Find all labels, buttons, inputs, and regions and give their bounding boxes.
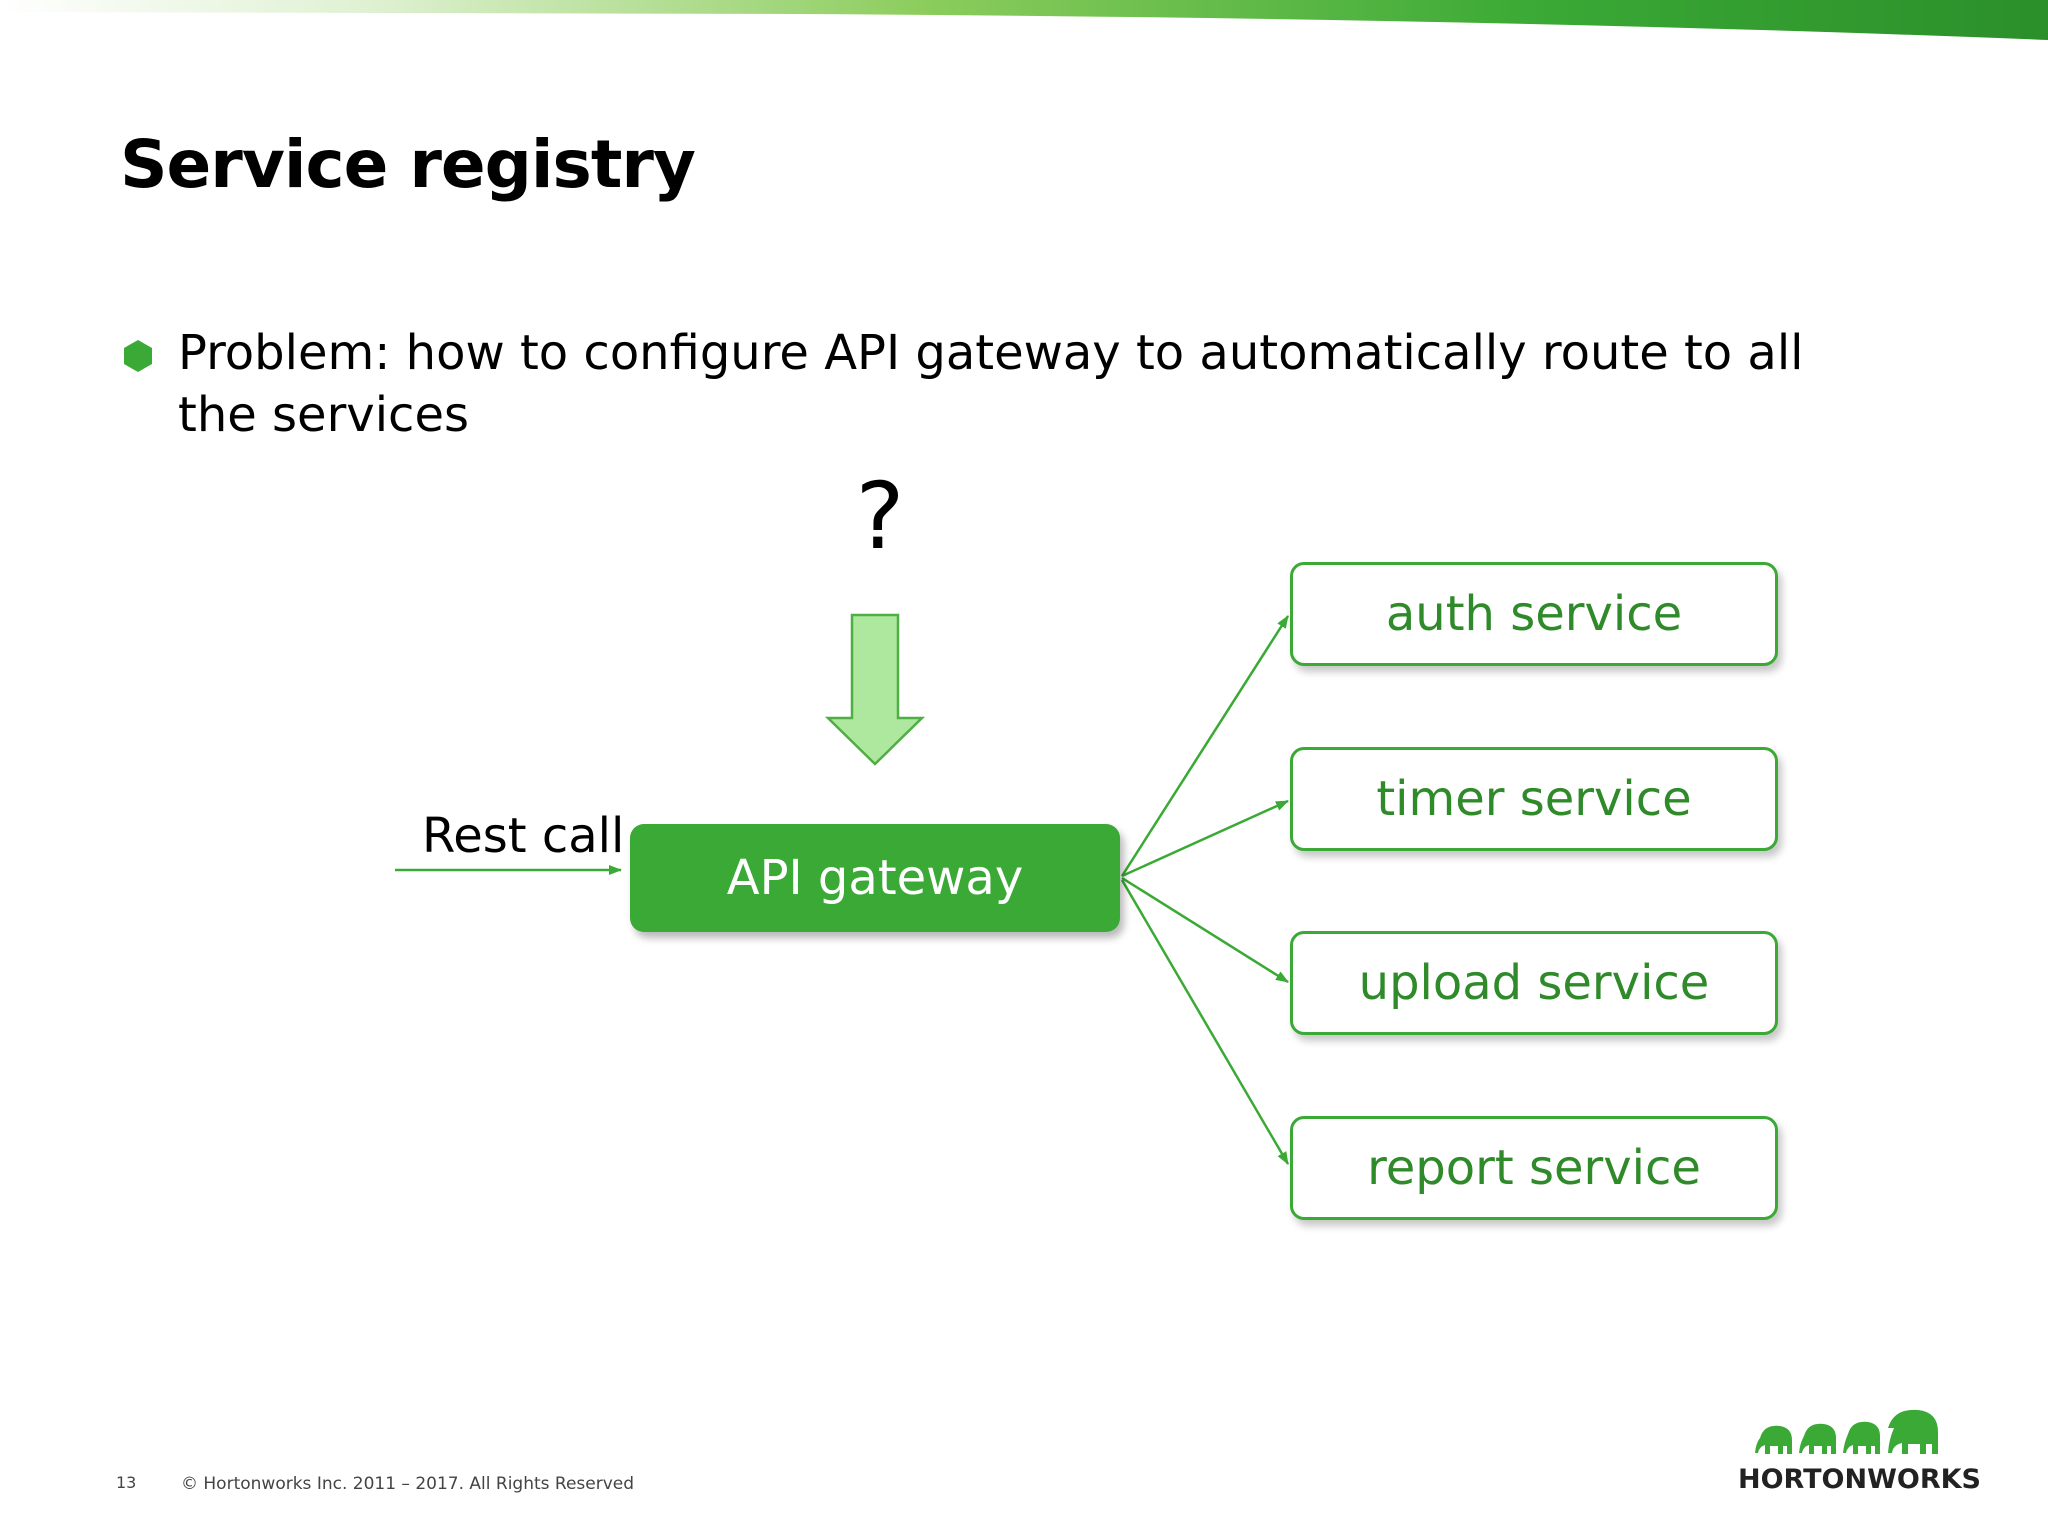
block-down-arrow-icon (824, 613, 926, 766)
rest-call-label: Rest call (422, 808, 625, 864)
service-box-auth: auth service (1290, 562, 1778, 666)
copyright-notice: © Hortonworks Inc. 2011 – 2017. All Righ… (181, 1474, 635, 1494)
service-label: upload service (1358, 955, 1710, 1011)
arrow-to-auth (1120, 615, 1290, 877)
api-gateway-box: API gateway (630, 824, 1120, 932)
arrow-to-timer (1121, 799, 1289, 878)
problem-statement: Problem: how to configure API gateway to… (178, 325, 1804, 443)
service-box-report: report service (1290, 1116, 1778, 1220)
service-label: report service (1367, 1140, 1701, 1196)
service-box-timer: timer service (1290, 747, 1778, 851)
logo-wordmark: HORTONWORKS (1738, 1464, 1981, 1495)
elephant-herd-logo-icon (1755, 1409, 1938, 1454)
service-label: auth service (1385, 586, 1683, 642)
hortonworks-logo: HORTONWORKS (1738, 1408, 1981, 1495)
arrow-to-report (1120, 879, 1290, 1165)
service-box-upload: upload service (1290, 931, 1778, 1035)
green-hexagon-icon (124, 340, 152, 372)
service-label: timer service (1376, 771, 1692, 827)
slide-title: Service registry (120, 126, 696, 203)
arrow-to-upload (1121, 876, 1289, 984)
top-green-band (0, 0, 2048, 40)
slide-number: 13 (116, 1473, 137, 1492)
api-gateway-label: API gateway (726, 850, 1024, 906)
question-mark: ? (855, 463, 905, 570)
